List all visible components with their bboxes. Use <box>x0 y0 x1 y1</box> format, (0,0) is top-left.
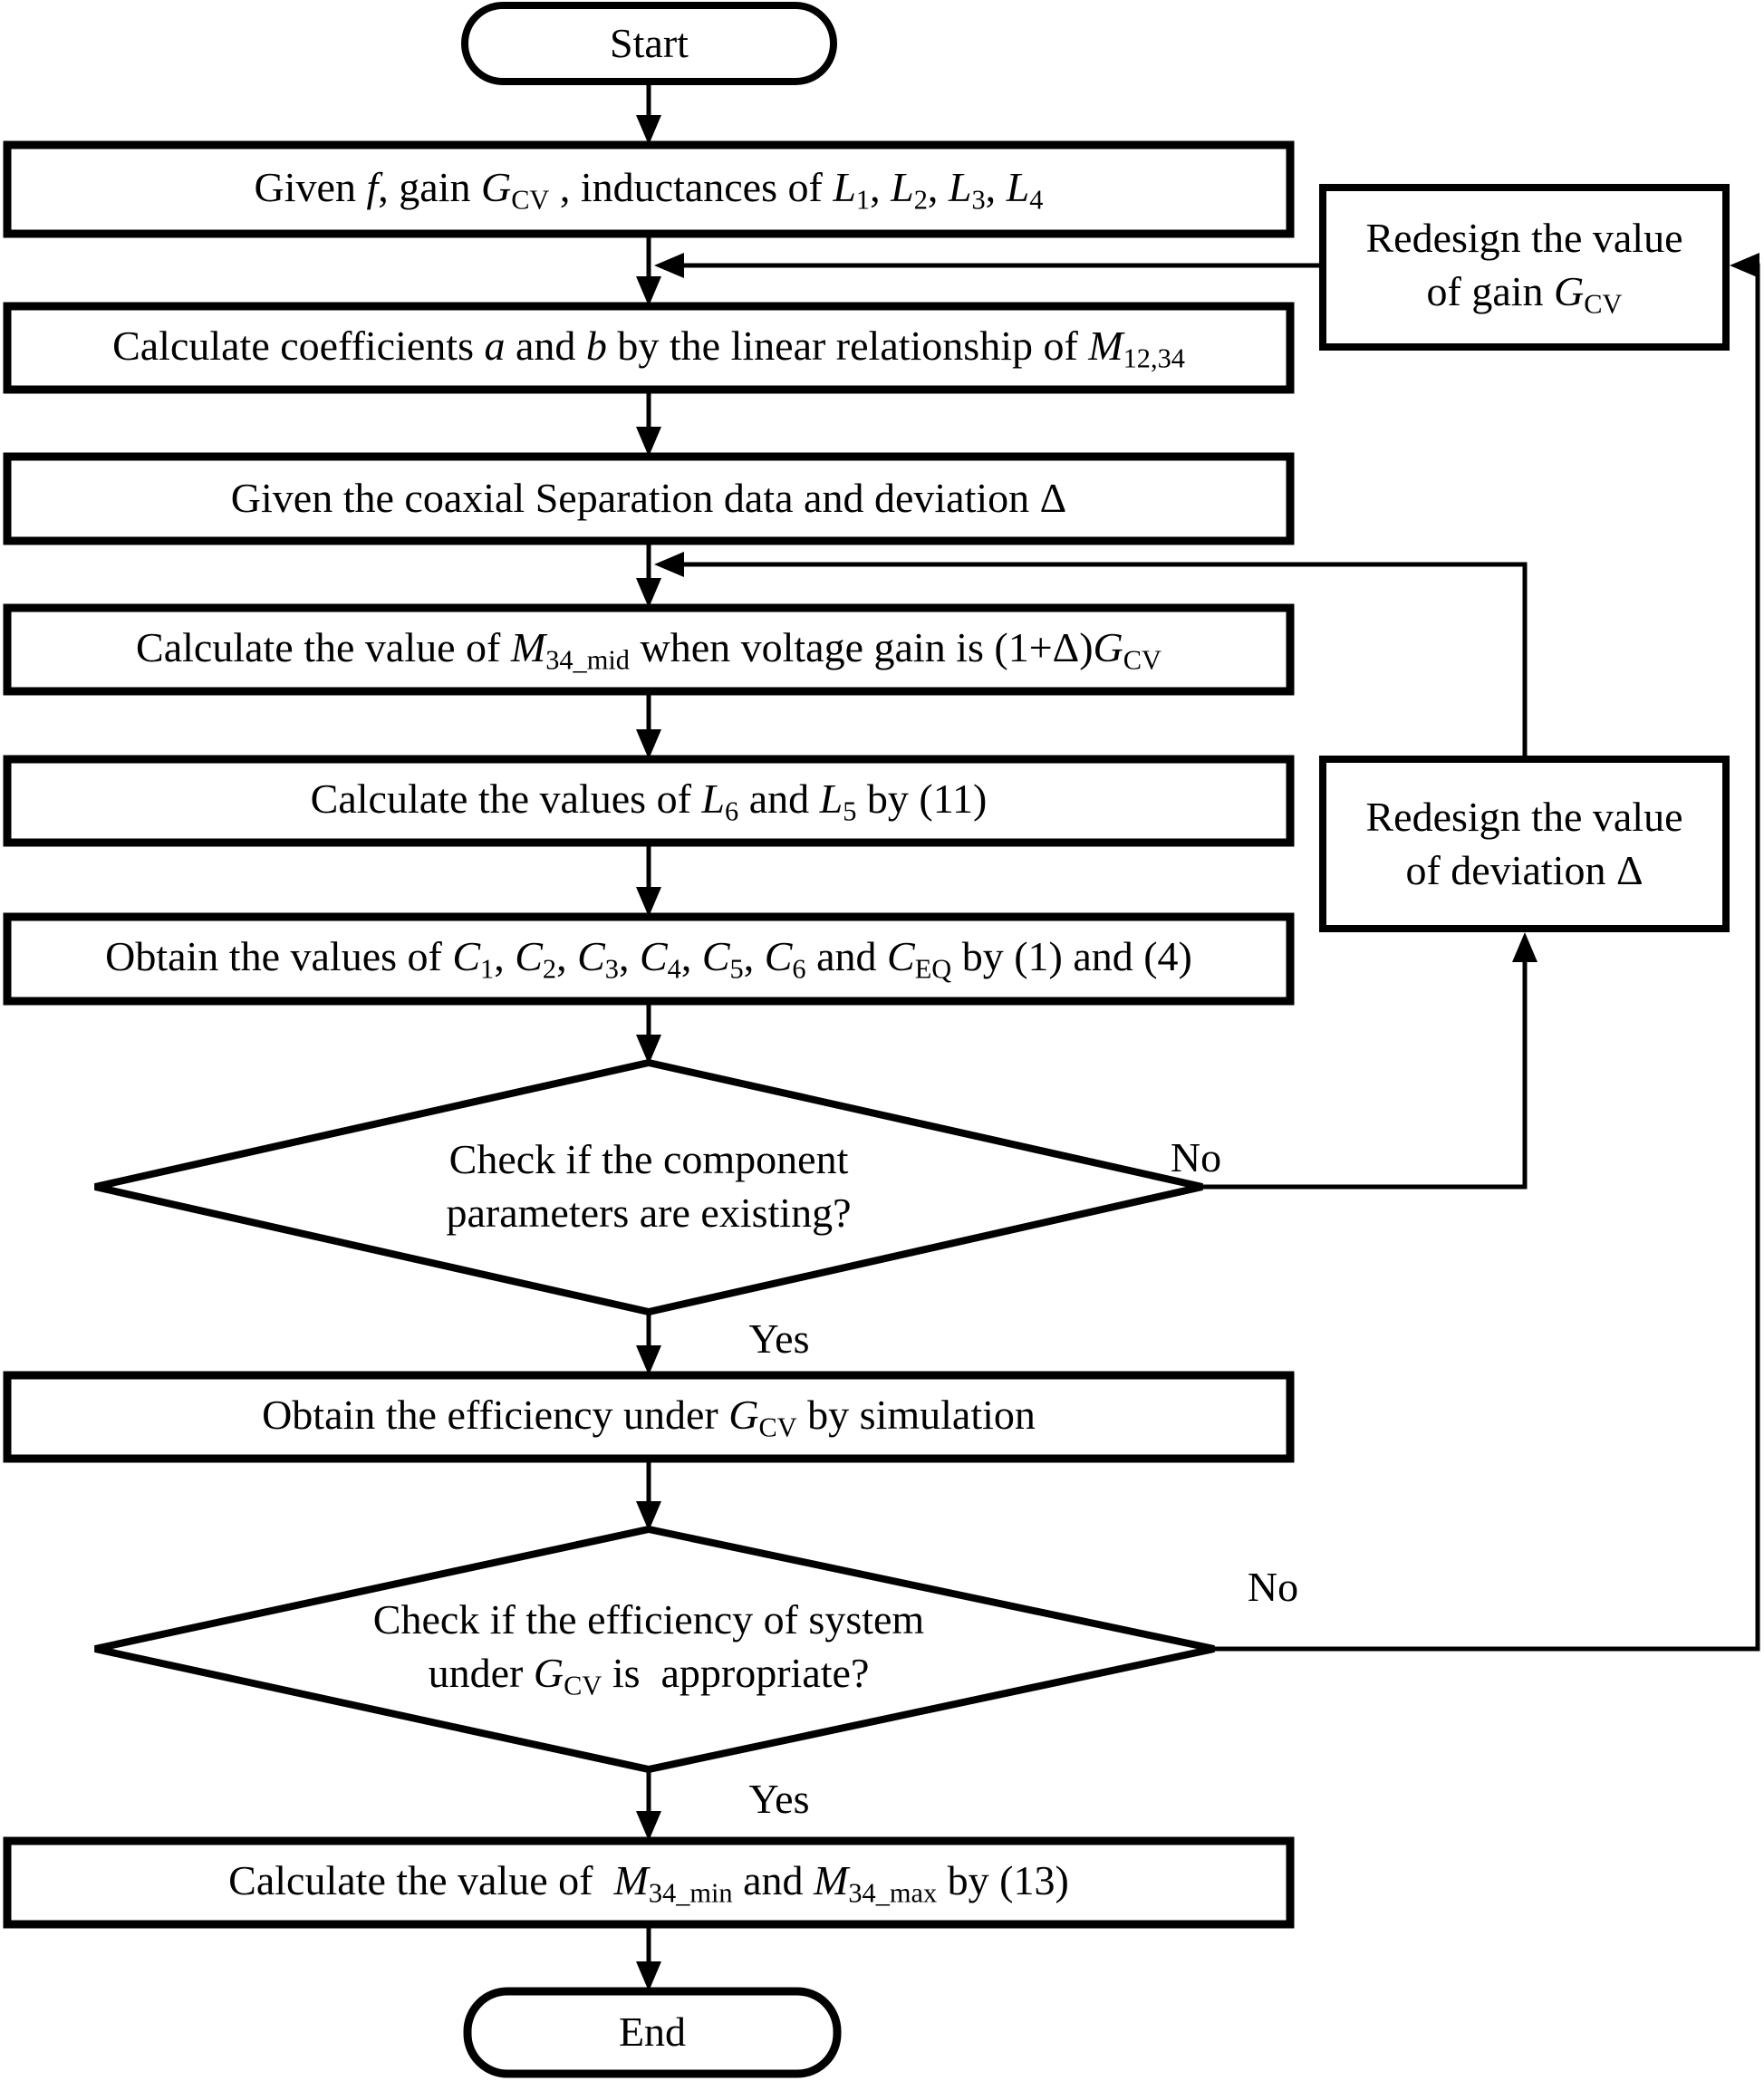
arrowhead-into-decision2 <box>636 1501 661 1531</box>
step4-box-shape <box>3 603 1295 696</box>
redesign-gain-box-shape <box>1319 184 1730 351</box>
step3-label: Given the coaxial Separation data and de… <box>230 475 1067 522</box>
step1-box-shape <box>3 140 1295 238</box>
arrowhead-into-step6 <box>636 887 661 917</box>
arrowhead-deviation-merge <box>654 552 684 577</box>
step8-box-shape <box>3 1836 1295 1929</box>
step1-label: Given f, gain GCV , inductances of L1, L… <box>254 163 1044 216</box>
arrowhead-into-end <box>636 1961 661 1991</box>
step2-label: Calculate coefficients a and b by the li… <box>112 322 1185 374</box>
arrowhead-into-decision1 <box>636 1035 661 1065</box>
step7-box-shape <box>3 1371 1295 1463</box>
step8-label: Calculate the value of M34_min and M34_m… <box>228 1856 1069 1909</box>
arrowhead-into-redesign-deviation <box>1512 932 1537 962</box>
decision1-no-label: No <box>1170 1133 1222 1180</box>
decision2-yes-label: Yes <box>748 1775 810 1822</box>
connector-decision2-no <box>1214 263 1760 1652</box>
decision1-diamond-shape <box>94 1058 1203 1316</box>
redesign-deviation-box-shape <box>1319 756 1730 932</box>
connector-redesign-deviation-merge <box>680 562 1528 759</box>
step3-box-shape <box>3 452 1295 545</box>
arrowhead-into-step7 <box>636 1345 661 1375</box>
end-label: End <box>618 2009 687 2056</box>
start-terminator-shape <box>461 2 837 85</box>
step2-box-shape <box>3 302 1295 394</box>
step5-label: Calculate the values of L6 and L5 by (11… <box>310 775 988 827</box>
arrowhead-gain-merge <box>654 253 684 278</box>
arrowhead-into-step2 <box>636 276 661 306</box>
step6-box-shape <box>3 912 1295 1006</box>
step7-label: Obtain the efficiency under GCV by simul… <box>262 1391 1036 1443</box>
arrowhead-into-step3 <box>636 427 661 457</box>
step6-label: Obtain the values of C1, C2, C3, C4, C5,… <box>105 933 1192 985</box>
decision1-yes-label: Yes <box>748 1315 810 1362</box>
step4-label: Calculate the value of M34_mid when volt… <box>136 623 1162 676</box>
decision2-no-label: No <box>1247 1563 1299 1610</box>
connector-decision1-no <box>1202 956 1528 1190</box>
arrowhead-into-redesign-gain <box>1730 253 1759 278</box>
step5-box-shape <box>3 755 1295 847</box>
end-terminator-shape <box>463 1987 842 2078</box>
arrowhead-into-step4 <box>636 578 661 608</box>
arrowhead-into-step5 <box>636 729 661 759</box>
arrowhead-into-step1 <box>636 115 661 145</box>
arrowhead-into-step8 <box>636 1811 661 1841</box>
start-label: Start <box>610 19 689 66</box>
decision2-diamond-shape <box>94 1525 1215 1774</box>
